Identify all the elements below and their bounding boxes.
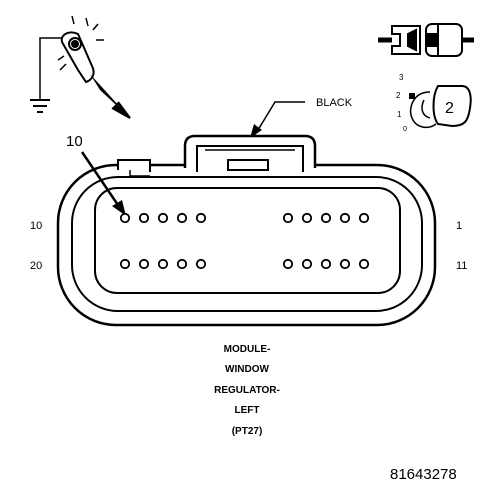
- pin-cavity: [301, 258, 313, 270]
- wire-color-label: BLACK: [316, 97, 353, 109]
- pin-cavity: [358, 212, 370, 224]
- connector-plug-icon: [378, 23, 474, 57]
- pin-callout: 10: [66, 133, 126, 216]
- pin-cavity: [157, 212, 169, 224]
- pin-cavity: [282, 212, 294, 224]
- pin-cavity: [157, 258, 169, 270]
- key-icon-number: 2: [445, 100, 454, 117]
- callout-pin-number: 10: [66, 133, 83, 150]
- key-scale-3: 3: [399, 73, 404, 82]
- pin-cavity: [195, 258, 207, 270]
- pin-cavity: [138, 212, 150, 224]
- pin-cavity: [176, 212, 188, 224]
- pin-cavity: [282, 258, 294, 270]
- pin-cavity: [138, 258, 150, 270]
- pin-cavity: [339, 212, 351, 224]
- key-scale-0: 0: [403, 126, 407, 133]
- ground-symbol-icon: [30, 99, 50, 113]
- key-scale-2: 2: [396, 91, 401, 100]
- test-probe-icon: [39, 15, 131, 119]
- pin-label-row1-right: 1: [456, 220, 462, 232]
- pin-cavity: [320, 258, 332, 270]
- connector-caption: MODULE- WINDOW REGULATOR- LEFT (PT27): [214, 344, 280, 437]
- pin-cavity: [339, 258, 351, 270]
- key-switch-icon: 2 3 2 1 0: [396, 73, 472, 133]
- caption-line: REGULATOR-: [214, 385, 280, 396]
- caption-line: WINDOW: [225, 364, 269, 375]
- pin-array: [119, 212, 370, 270]
- caption-line: (PT27): [232, 426, 263, 437]
- figure-number: 81643278: [390, 466, 457, 483]
- connector-housing: [56, 134, 437, 327]
- pin-cavity: [195, 212, 207, 224]
- caption-line: MODULE-: [224, 344, 271, 355]
- pin-cavity: [301, 212, 313, 224]
- pin-label-row2-left: 20: [30, 260, 42, 272]
- pin-label-row1-left: 10: [30, 220, 42, 232]
- pin-cavity: [119, 258, 131, 270]
- caption-line: LEFT: [235, 405, 260, 416]
- key-scale-1: 1: [397, 110, 402, 119]
- wire-color-callout: BLACK: [250, 97, 353, 138]
- pin-cavity: [119, 212, 131, 224]
- pin-cavity: [176, 258, 188, 270]
- pin-cavity: [358, 258, 370, 270]
- pin-cavity: [320, 212, 332, 224]
- pin-label-row2-right: 11: [456, 260, 467, 272]
